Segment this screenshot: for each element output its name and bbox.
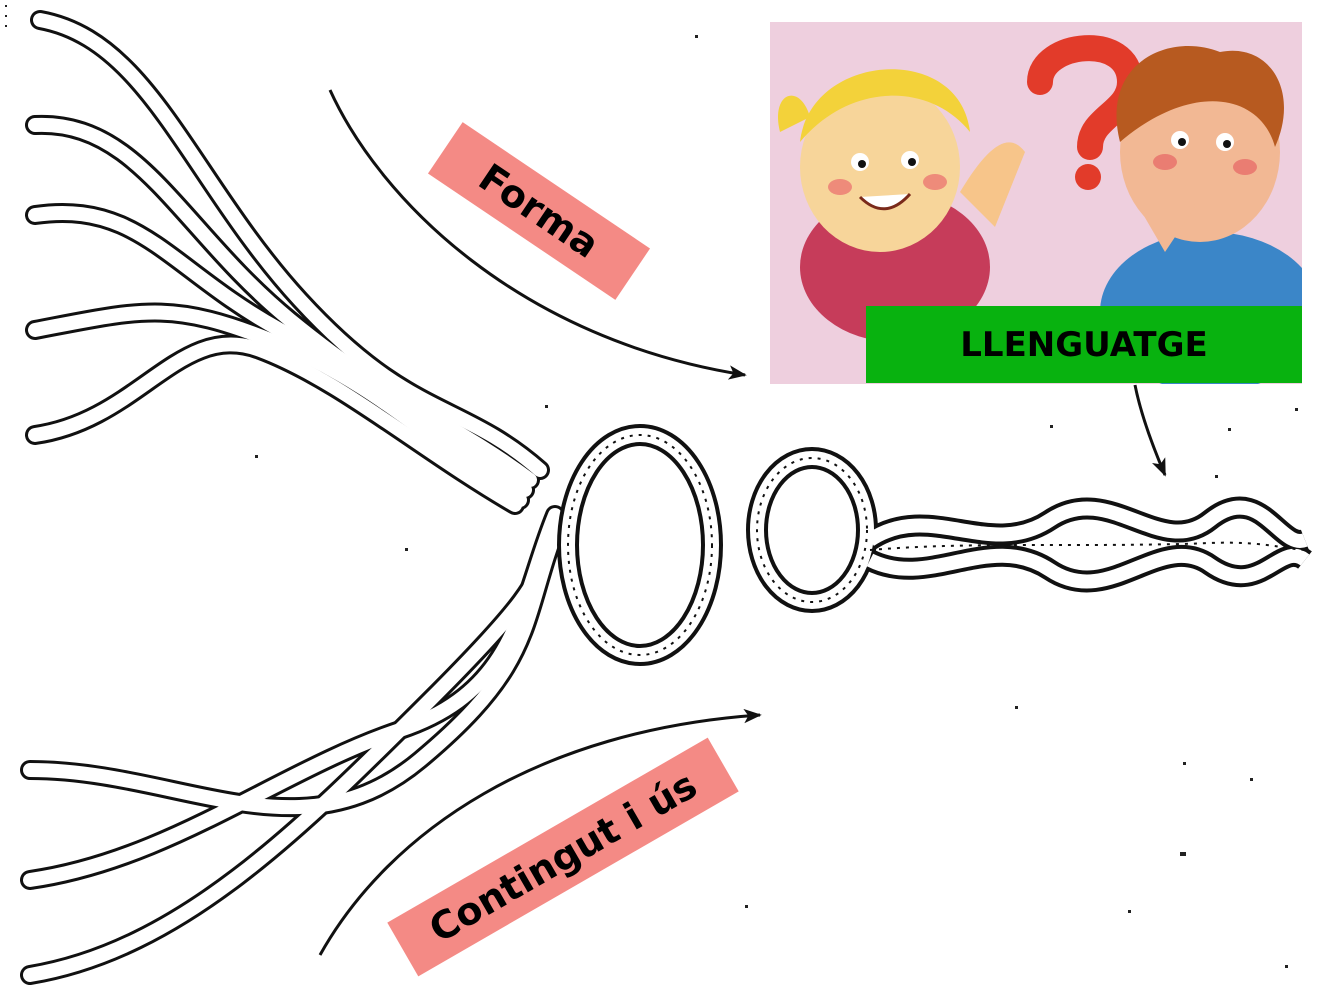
llenguatge-label: LLENGUATGE xyxy=(866,306,1302,383)
upper-rope-strands xyxy=(35,20,540,505)
llenguatge-label-text: LLENGUATGE xyxy=(960,325,1207,365)
llenguatge-arrow xyxy=(1135,385,1165,475)
braided-rope xyxy=(568,435,1305,655)
